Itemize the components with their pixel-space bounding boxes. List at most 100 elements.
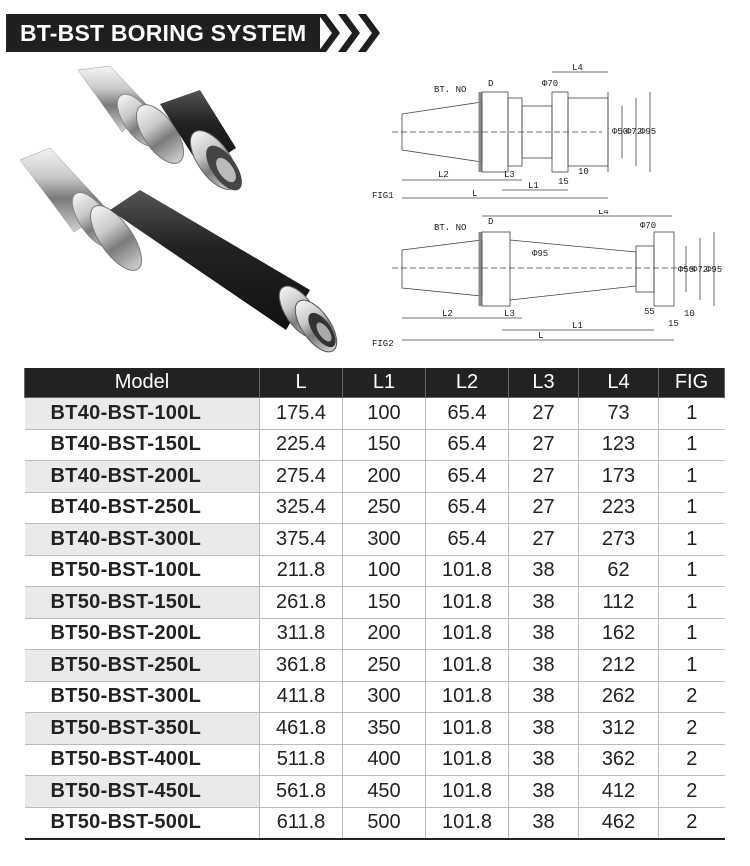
column-header: FIG — [658, 368, 725, 398]
value-cell: 65.4 — [425, 460, 509, 493]
fig1-caption: FIG1 — [372, 191, 394, 201]
fig2-label-l2: L2 — [442, 309, 453, 319]
fig1-label-d: D — [488, 79, 493, 89]
value-cell: 123 — [578, 428, 659, 461]
fig1-label-10: 10 — [578, 167, 589, 177]
model-cell: BT50-BST-100L — [24, 554, 260, 587]
chevron-right-icon — [358, 14, 381, 52]
fig1-label-l: L — [472, 189, 477, 199]
fig1-label-phi50: Φ50 — [612, 127, 628, 137]
model-cell: BT50-BST-350L — [24, 712, 260, 745]
value-cell: 375.4 — [259, 523, 343, 556]
fig2-label-l3: L3 — [504, 309, 515, 319]
value-cell: 1 — [658, 397, 725, 430]
fig1-label-phi72: Φ72 — [626, 127, 642, 137]
value-cell: 101.8 — [425, 806, 509, 840]
value-cell: 38 — [508, 712, 579, 745]
product-photo — [19, 65, 338, 353]
fig1-drawing: BT. NO D L4 Φ70 Φ50 Φ72 Φ95 L2 L3 L1 L 1… — [372, 63, 656, 201]
value-cell: 27 — [508, 428, 579, 461]
fig2-label-l: L — [538, 331, 543, 341]
model-cell: BT50-BST-200L — [24, 617, 260, 650]
chevron-right-icon — [338, 14, 361, 52]
value-cell: 100 — [342, 554, 426, 587]
model-cell: BT50-BST-400L — [24, 743, 260, 776]
value-cell: 461.8 — [259, 712, 343, 745]
value-cell: 65.4 — [425, 397, 509, 430]
fig2-label-phi70: Φ70 — [640, 221, 656, 231]
fig2-caption: FIG2 — [372, 339, 394, 349]
value-cell: 275.4 — [259, 460, 343, 493]
model-cell: BT50-BST-150L — [24, 586, 260, 619]
value-cell: 38 — [508, 743, 579, 776]
value-cell: 150 — [342, 428, 426, 461]
fig2-label-55: 55 — [644, 307, 655, 317]
value-cell: 2 — [658, 743, 725, 776]
model-cell: BT50-BST-450L — [24, 775, 260, 808]
value-cell: 65.4 — [425, 428, 509, 461]
value-cell: 1 — [658, 649, 725, 682]
model-cell: BT40-BST-250L — [24, 491, 260, 524]
value-cell: 261.8 — [259, 586, 343, 619]
value-cell: 300 — [342, 523, 426, 556]
column-header: L3 — [508, 368, 579, 398]
value-cell: 101.8 — [425, 554, 509, 587]
value-cell: 2 — [658, 680, 725, 713]
fig1-label-l1: L1 — [528, 181, 539, 191]
value-cell: 73 — [578, 397, 659, 430]
value-cell: 101.8 — [425, 743, 509, 776]
column-header: L1 — [342, 368, 426, 398]
value-cell: 38 — [508, 617, 579, 650]
value-cell: 100 — [342, 397, 426, 430]
model-cell: BT40-BST-100L — [24, 397, 260, 430]
value-cell: 101.8 — [425, 649, 509, 682]
value-cell: 223 — [578, 491, 659, 524]
value-cell: 112 — [578, 586, 659, 619]
value-cell: 412 — [578, 775, 659, 808]
value-cell: 38 — [508, 775, 579, 808]
fig2-label-l4: L4 — [598, 210, 609, 217]
fig1-label-l3: L3 — [504, 170, 515, 180]
value-cell: 27 — [508, 523, 579, 556]
fig2-drawing: BT. NO D L4 Φ70 Φ95 Φ50 Φ72 Φ95 L2 L3 L1… — [372, 210, 722, 349]
value-cell: 2 — [658, 806, 725, 840]
column-header: L4 — [578, 368, 659, 398]
value-cell: 311.8 — [259, 617, 343, 650]
model-cell: BT50-BST-250L — [24, 649, 260, 682]
value-cell: 1 — [658, 491, 725, 524]
column-header: L2 — [425, 368, 509, 398]
value-cell: 2 — [658, 712, 725, 745]
value-cell: 211.8 — [259, 554, 343, 587]
value-cell: 200 — [342, 460, 426, 493]
value-cell: 561.8 — [259, 775, 343, 808]
value-cell: 38 — [508, 586, 579, 619]
value-cell: 312 — [578, 712, 659, 745]
value-cell: 1 — [658, 460, 725, 493]
table-header-row: Model L L1 L2 L3 L4 FIG — [24, 368, 725, 398]
value-cell: 1 — [658, 428, 725, 461]
fig2-label-l1: L1 — [572, 321, 583, 331]
model-cell: BT50-BST-500L — [24, 806, 260, 840]
fig2-label-d: D — [488, 217, 493, 227]
value-cell: 173 — [578, 460, 659, 493]
value-cell: 1 — [658, 617, 725, 650]
fig1-label-phi95: Φ95 — [640, 127, 656, 137]
value-cell: 150 — [342, 586, 426, 619]
value-cell: 362 — [578, 743, 659, 776]
value-cell: 38 — [508, 649, 579, 682]
long-holder — [19, 147, 338, 353]
value-cell: 27 — [508, 460, 579, 493]
value-cell: 400 — [342, 743, 426, 776]
value-cell: 212 — [578, 649, 659, 682]
fig2-label-phi95: Φ95 — [706, 265, 722, 275]
value-cell: 200 — [342, 617, 426, 650]
